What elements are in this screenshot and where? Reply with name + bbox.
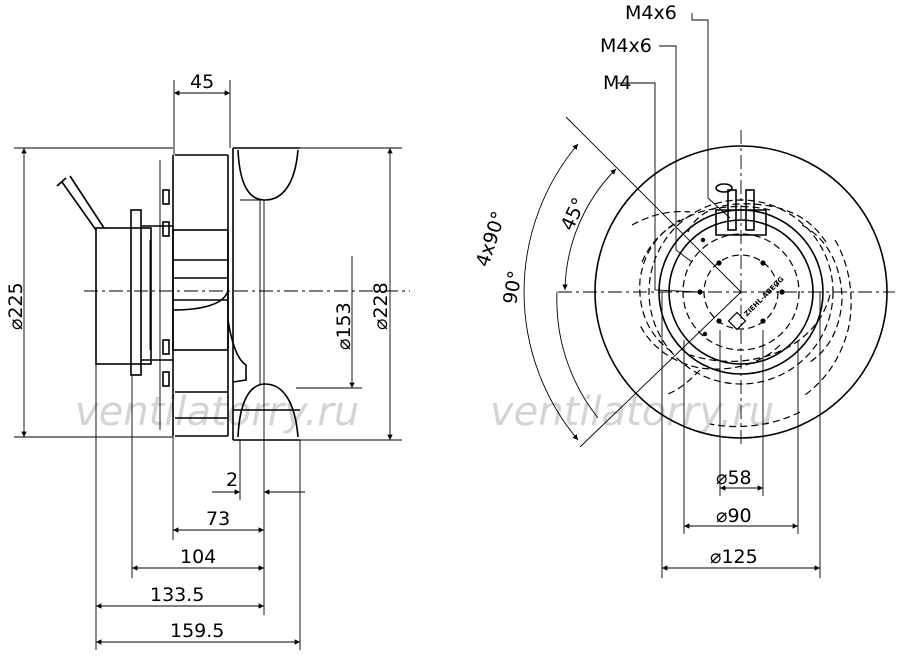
label-m4: M4 (603, 72, 631, 94)
angle-ref-45 (565, 116, 742, 293)
front-view: ZIEHL-ABEGG M4x6 M4x6 M4 4x90° 90° 45° ⌀… (472, 2, 895, 578)
dim-73: 73 (206, 508, 230, 530)
hub-bolt-circle (682, 233, 800, 351)
leader-m4x6-top (691, 13, 731, 219)
dim-d225: ⌀225 (5, 282, 27, 330)
arc-90 (556, 291, 599, 419)
brand-logo: ZIEHL-ABEGG (727, 275, 786, 331)
leader-m4 (616, 82, 699, 293)
rotor-profile (159, 160, 229, 430)
watermark-right: ventilatorry.ru (490, 389, 774, 435)
dim-d58: ⌀58 (716, 467, 752, 489)
label-4x90: 4x90° (472, 209, 511, 270)
label-45: 45° (557, 194, 591, 234)
dim-133-5: 133.5 (150, 584, 204, 606)
dim-2: 2 (226, 469, 238, 491)
motor-flange (95, 209, 173, 376)
svg-text:ZIEHL-ABEGG: ZIEHL-ABEGG (743, 275, 786, 318)
hub-ring-mid (668, 219, 814, 365)
arc-4x90 (523, 143, 579, 441)
label-90: 90° (499, 269, 527, 306)
dim-104: 104 (180, 546, 216, 568)
cable (56, 175, 105, 231)
side-view: 45 ⌀225 ⌀228 ⌀153 2 73 104 133.5 (5, 71, 410, 650)
arc-45 (562, 168, 617, 291)
watermark-left: ventilatorry.ru (75, 389, 359, 435)
hub-inner-circle (703, 254, 779, 330)
label-m4x6-top: M4x6 (625, 2, 677, 24)
impeller-blades (631, 199, 852, 428)
leader-m4x6-mid (659, 45, 693, 263)
dim-45: 45 (190, 71, 214, 93)
dim-d228: ⌀228 (370, 282, 392, 330)
dim-d125: ⌀125 (710, 546, 758, 568)
terminal-posts (715, 183, 767, 236)
label-m4x6-mid: M4x6 (600, 35, 652, 57)
angle-ref-diag (579, 291, 742, 448)
dim-159-5: 159.5 (170, 620, 224, 642)
impeller-profile (172, 147, 300, 500)
mounting-holes (697, 237, 785, 337)
dim-d153: ⌀153 (333, 302, 355, 350)
dim-d90: ⌀90 (716, 505, 752, 527)
